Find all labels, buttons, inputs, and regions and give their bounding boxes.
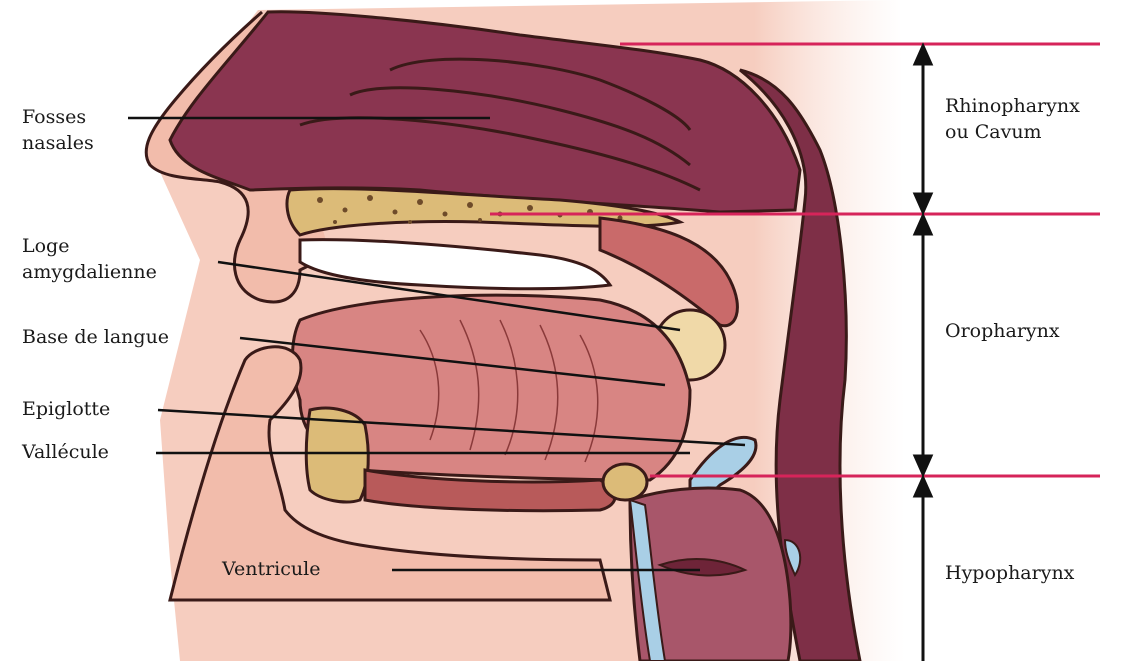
label-fosses-nasales-line1: Fosses: [22, 104, 94, 130]
hypopharynx-arrow: [915, 478, 931, 661]
label-oropharynx: Oropharynx: [945, 318, 1060, 344]
label-loge-amygdalienne-line1: Loge: [22, 233, 157, 259]
label-rhinopharynx: Rhinopharynx ou Cavum: [945, 93, 1080, 145]
rhinopharynx-arrow: [915, 46, 931, 212]
label-vallecule: Vallécule: [22, 439, 109, 465]
label-rhinopharynx-line1: Rhinopharynx: [945, 93, 1080, 119]
label-fosses-nasales-line2: nasales: [22, 130, 94, 156]
oropharynx-arrow: [915, 216, 931, 474]
label-ventricule: Ventricule: [222, 556, 320, 582]
hyoid-bone: [603, 464, 647, 500]
label-epiglotte: Epiglotte: [22, 396, 110, 422]
label-fosses-nasales: Fosses nasales: [22, 104, 94, 156]
label-loge-amygdalienne: Loge amygdalienne: [22, 233, 157, 285]
label-loge-amygdalienne-line2: amygdalienne: [22, 259, 157, 285]
label-rhinopharynx-line2: ou Cavum: [945, 119, 1080, 145]
label-base-de-langue: Base de langue: [22, 324, 169, 350]
label-hypopharynx: Hypopharynx: [945, 560, 1074, 586]
